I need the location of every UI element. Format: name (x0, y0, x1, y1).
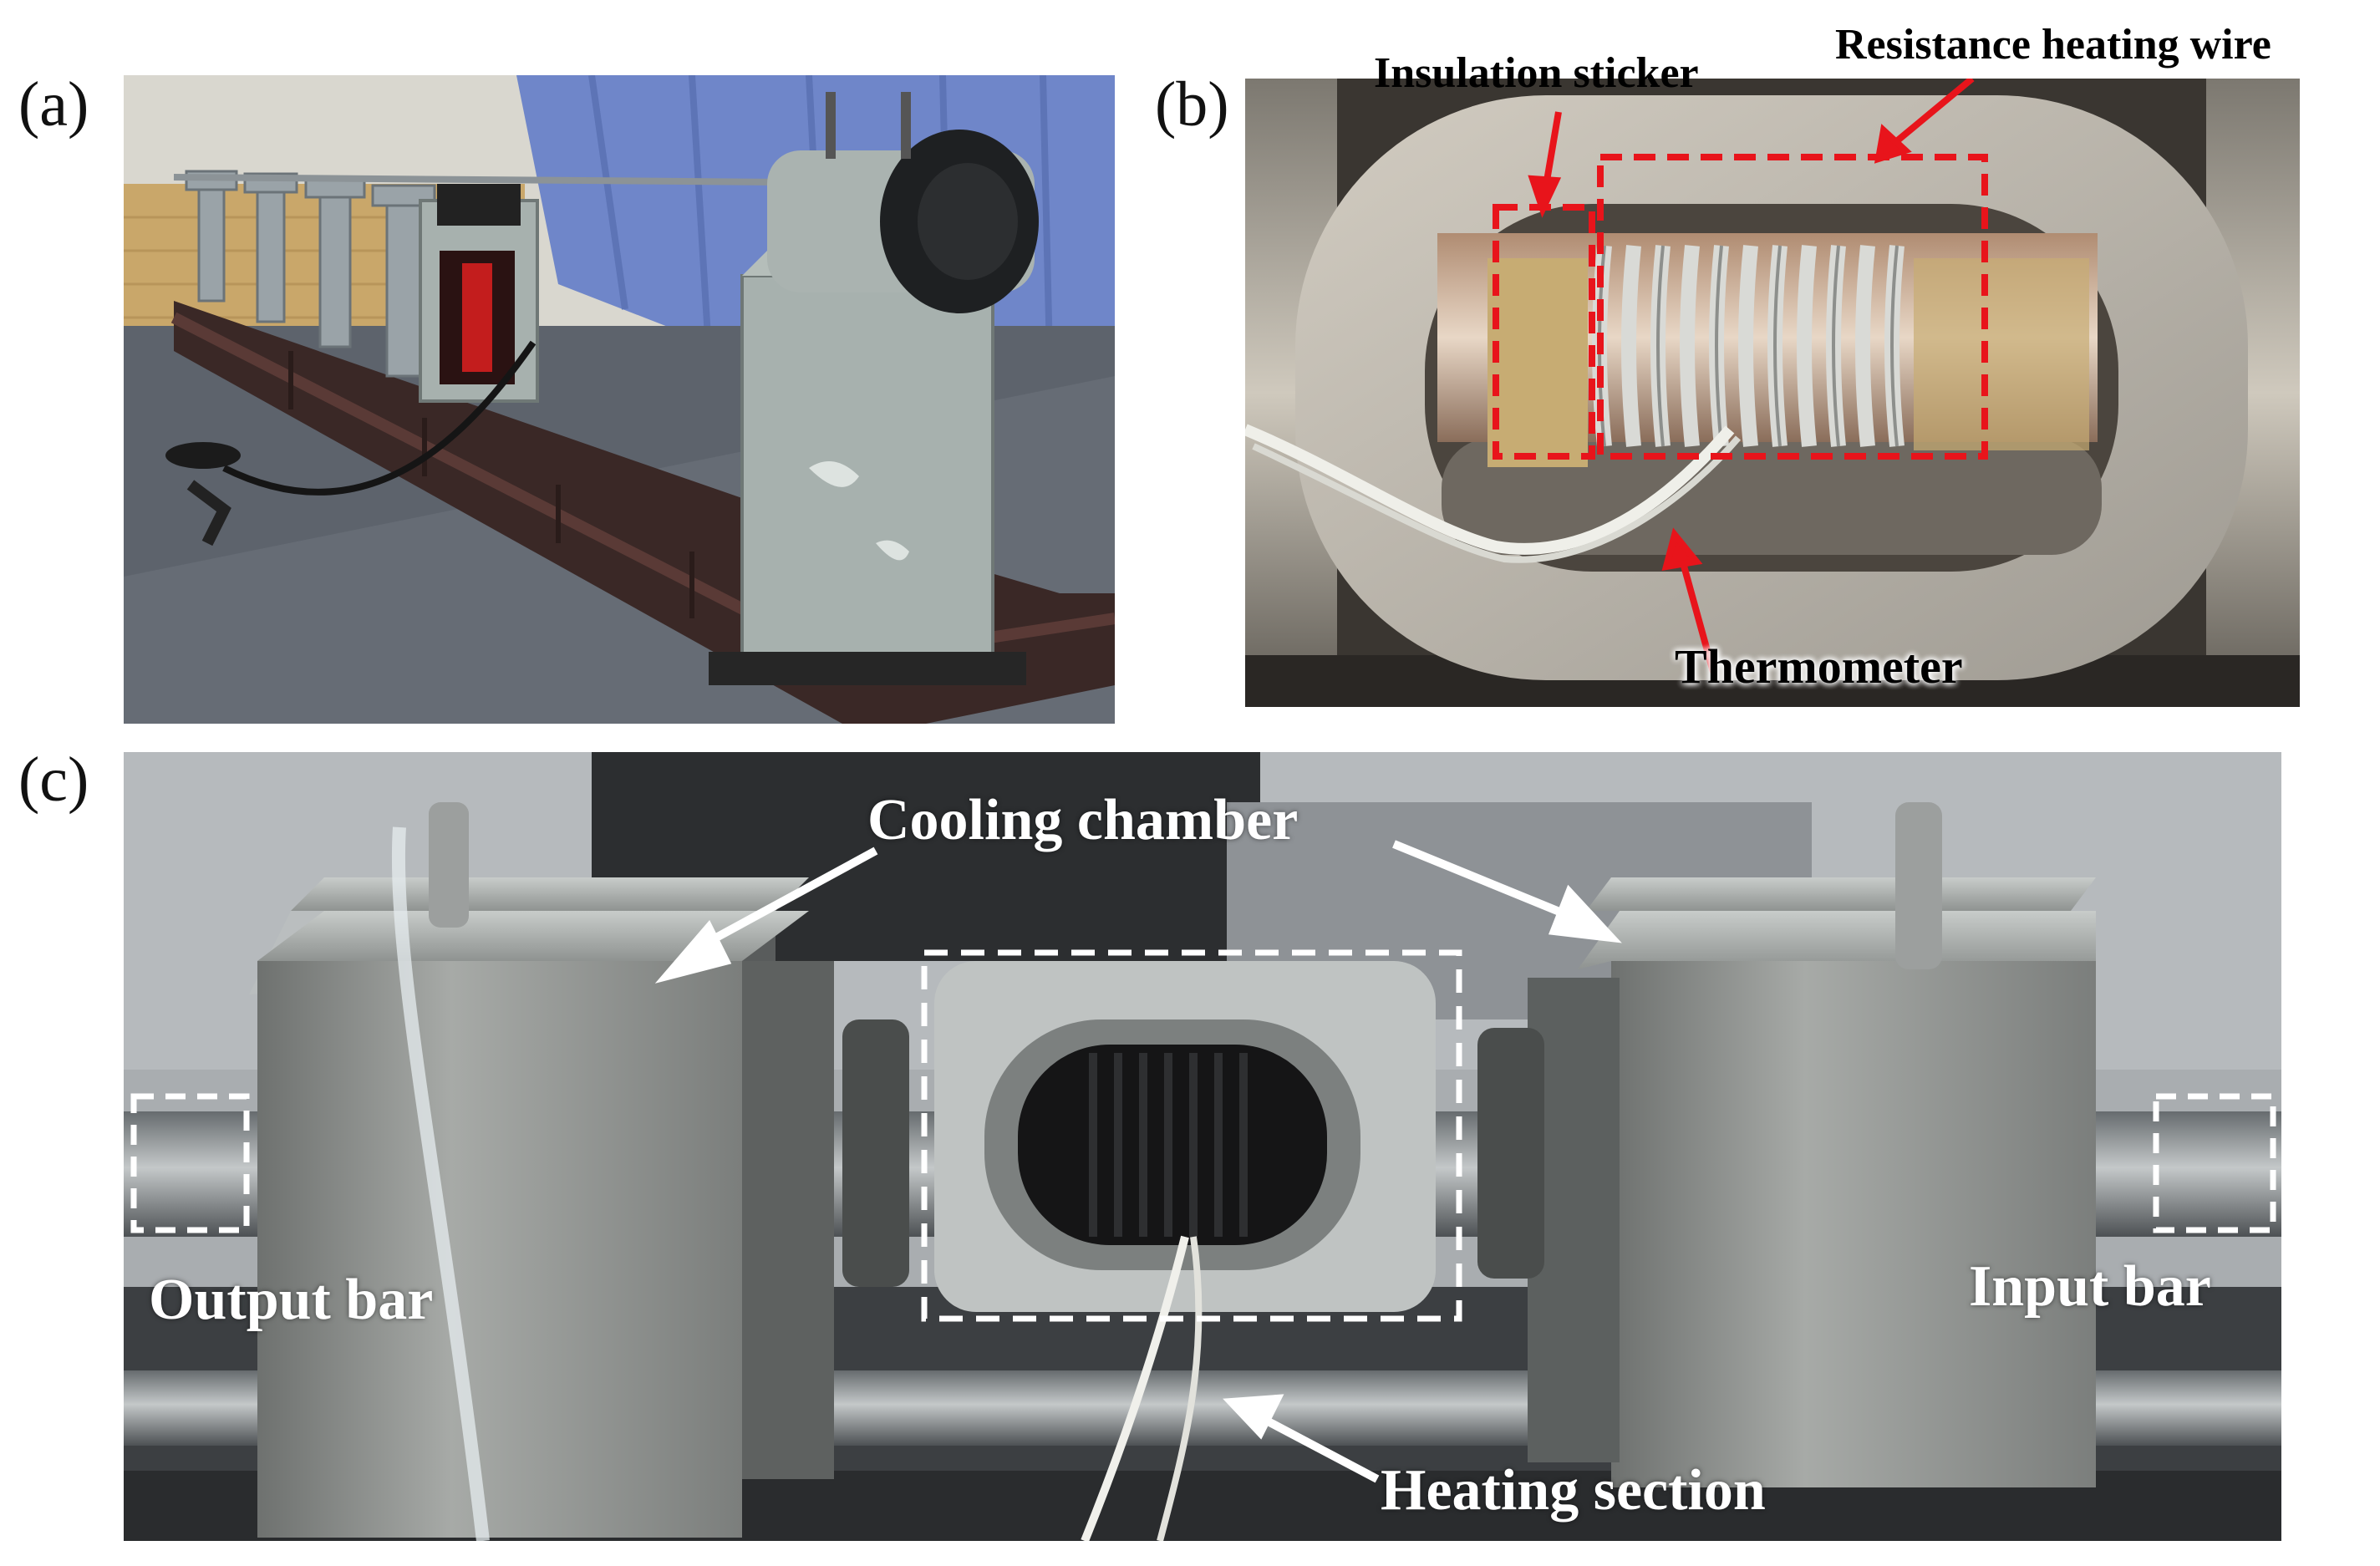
panel-c-letter: (c) (18, 745, 89, 815)
thermometer-label: Thermometer (1675, 639, 1963, 694)
input-bar-label: Input bar (1969, 1254, 2211, 1319)
heating-section-closeup-image (1245, 79, 2300, 707)
panel-a-letter: (a) (18, 69, 89, 140)
hopkinson-bar-apparatus-image (124, 75, 1115, 724)
cooling-chamber-label: Cooling chamber (867, 788, 1299, 852)
insulation-sticker-label: Insulation sticker (1374, 49, 1699, 97)
panel-c-photo (124, 752, 2281, 1541)
panel-b-letter: (b) (1155, 69, 1229, 140)
heating-section-label: Heating section (1381, 1458, 1766, 1523)
panel-a-photo (124, 75, 1115, 724)
resistance-heating-wire-label: Resistance heating wire (1835, 21, 2271, 69)
output-bar-label: Output bar (149, 1268, 434, 1332)
heating-cooling-assembly-image (124, 752, 2281, 1541)
panel-b-photo (1245, 79, 2300, 707)
